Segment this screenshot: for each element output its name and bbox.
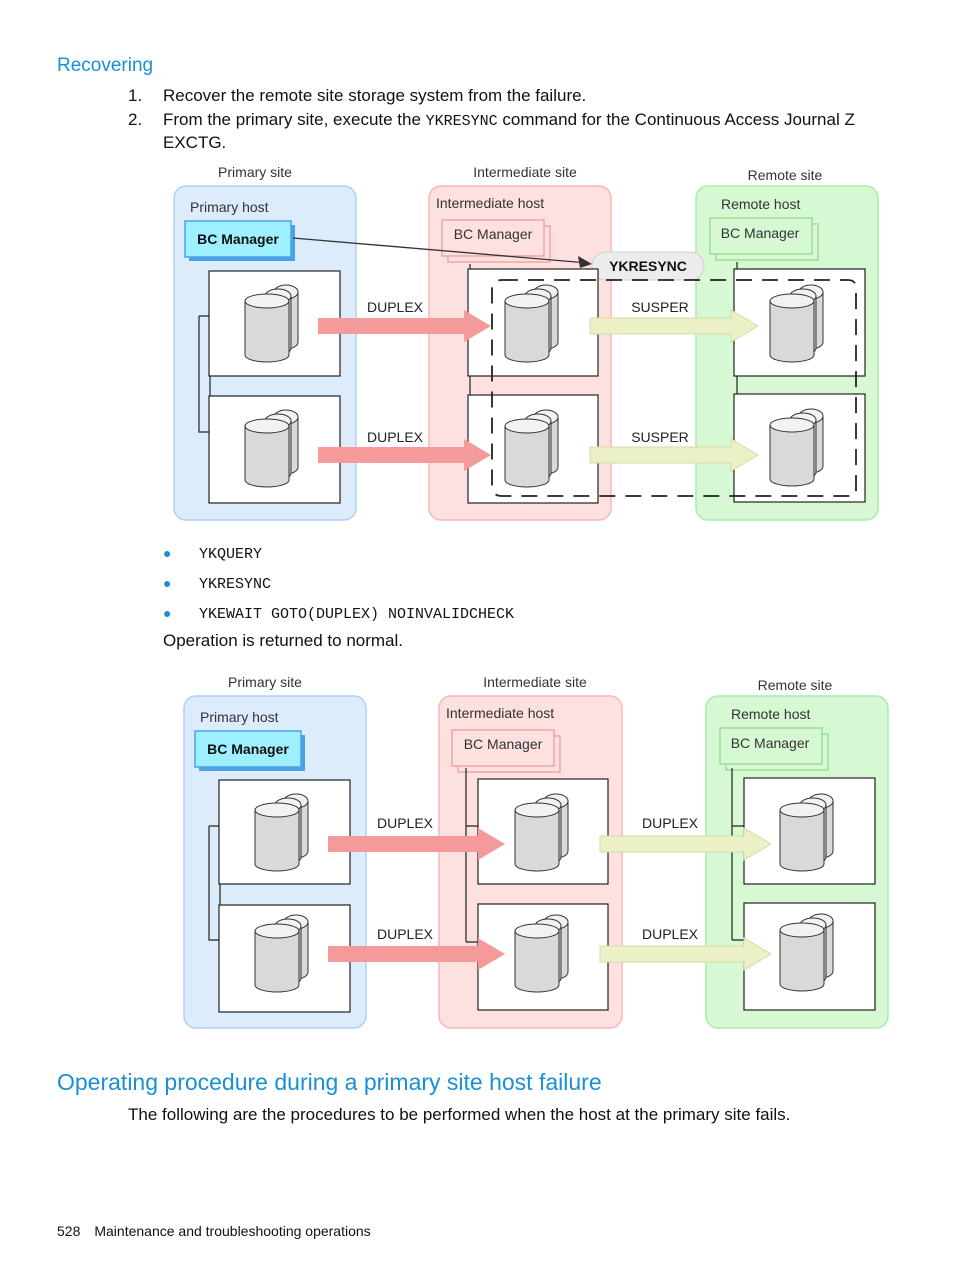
command-arrow-head — [578, 256, 592, 268]
disk-stacks — [244, 284, 824, 488]
list-item: ● YKRESYNC — [163, 574, 514, 604]
duplex-arrow — [328, 828, 505, 860]
disk-cylinder-top — [254, 923, 300, 939]
disk-cylinder-top — [244, 293, 290, 309]
pair-status-label: DUPLEX — [377, 926, 434, 942]
disk-cylinder-top — [244, 418, 290, 434]
page-footer: 528 Maintenance and troubleshooting opera… — [57, 1223, 385, 1239]
host-label-primary: Primary host — [190, 199, 269, 215]
host-label-intermediate: Intermediate host — [436, 195, 544, 211]
disk-cylinder-top — [504, 293, 550, 309]
command-code: YKRESYNC — [199, 576, 272, 593]
section-heading: Recovering — [57, 55, 154, 76]
bullet-icon: ● — [163, 547, 172, 563]
pair-status-label: SUSPER — [631, 299, 689, 315]
site-label-remote: Remote site — [758, 677, 833, 693]
bc-manager-label: BC Manager — [464, 736, 543, 752]
disk-cylinder-body — [254, 809, 300, 872]
footer-title: Maintenance and troubleshooting operatio… — [94, 1223, 371, 1239]
disk-cylinder-body — [779, 809, 825, 872]
site-label-primary: Primary site — [228, 674, 302, 690]
pair-status-label: DUPLEX — [642, 926, 699, 942]
command-list: ● YKQUERY ● YKRESYNC ● YKEWAIT GOTO(DUPLEX)… — [163, 544, 514, 634]
step-number: 2. — [128, 110, 143, 129]
pair-status-label: DUPLEX — [367, 299, 424, 315]
disk-cylinder-body — [769, 424, 815, 487]
suspend-arrow — [589, 438, 759, 472]
disk-cylinder-top — [769, 417, 815, 433]
list-item: ● YKEWAIT GOTO(DUPLEX) NOINVALIDCHECK — [163, 604, 514, 634]
intro-text: The following are the procedures to be p… — [128, 1105, 791, 1124]
step-text-post: command for the Continuous Access Journa… — [163, 110, 855, 152]
disk-cylinder-body — [254, 930, 300, 993]
bc-manager-intermediate — [451, 729, 555, 767]
diagram-resync: Primary site Intermediate site Remote si… — [173, 164, 879, 521]
bc-manager-intermediate — [441, 219, 545, 257]
bc-manager-label: BC Manager — [731, 735, 810, 751]
result-text: Operation is returned to normal. — [163, 631, 404, 650]
bc-manager-primary — [194, 730, 302, 768]
bullet-icon: ● — [163, 607, 172, 623]
host-bracket-intermediate — [465, 768, 478, 943]
bullet-icon: ● — [163, 577, 172, 593]
disk-cylinder-body — [514, 930, 560, 993]
bc-manager-primary — [184, 220, 292, 258]
bc-manager-label: BC Manager — [721, 225, 800, 241]
diagram-normal: Primary site Intermediate site Remote si… — [183, 674, 889, 1029]
bc-manager-label: BC Manager — [207, 741, 289, 757]
section-heading-primary-host-failure: Operating procedure during a primary sit… — [57, 1069, 602, 1095]
host-label-intermediate: Intermediate host — [446, 705, 554, 721]
disk-cylinder-body — [504, 300, 550, 363]
bc-manager-remote — [719, 727, 823, 765]
site-label-intermediate: Intermediate site — [473, 164, 577, 180]
command-code: YKEWAIT GOTO(DUPLEX) NOINVALIDCHECK — [199, 606, 515, 623]
disk-cylinder-top — [779, 922, 825, 938]
pair-status-label: DUPLEX — [367, 429, 424, 445]
duplex-arrow — [318, 439, 491, 471]
suspend-arrow — [589, 309, 759, 343]
duplex-arrow — [328, 938, 505, 970]
bc-manager-label: BC Manager — [197, 231, 279, 247]
pair-status-label: SUSPER — [631, 429, 689, 445]
command-code: YKQUERY — [199, 546, 263, 563]
command-code: YKRESYNC — [425, 113, 498, 130]
disk-cylinder-top — [254, 802, 300, 818]
disk-cylinder-body — [779, 929, 825, 992]
disk-cylinder-body — [769, 300, 815, 363]
command-arrow — [292, 237, 589, 264]
duplex-arrow-remote — [599, 937, 772, 971]
host-label-primary: Primary host — [200, 709, 279, 725]
bc-manager-remote — [709, 217, 813, 255]
host-bracket-remote — [731, 768, 744, 941]
disk-cylinder-top — [514, 923, 560, 939]
disk-cylinder-body — [244, 425, 290, 488]
list-item: ● YKQUERY — [163, 544, 514, 574]
site-label-intermediate: Intermediate site — [483, 674, 587, 690]
bc-manager-label: BC Manager — [454, 226, 533, 242]
host-label-remote: Remote host — [721, 196, 800, 212]
disk-cylinder-top — [504, 418, 550, 434]
duplex-arrow-remote — [599, 827, 772, 861]
disk-cylinder-top — [514, 802, 560, 818]
disk-cylinder-body — [514, 809, 560, 872]
host-label-remote: Remote host — [731, 706, 810, 722]
site-label-primary: Primary site — [218, 164, 292, 180]
disk-cylinder-top — [769, 293, 815, 309]
disk-cylinder-body — [244, 300, 290, 363]
step-number: 1. — [128, 86, 143, 105]
command-label: YKRESYNC — [609, 258, 687, 274]
duplex-arrow — [318, 310, 491, 342]
pair-status-label: DUPLEX — [377, 815, 434, 831]
site-label-remote: Remote site — [748, 167, 823, 183]
pair-status-label: DUPLEX — [642, 815, 699, 831]
step-text: Recover the remote site storage system f… — [163, 86, 587, 105]
step-text-pre: From the primary site, execute the — [163, 110, 426, 129]
disk-cylinder-top — [779, 802, 825, 818]
disk-cylinder-body — [504, 425, 550, 488]
page-number: 528 — [57, 1223, 81, 1239]
step-text: From the primary site, execute the YKRES… — [163, 109, 883, 153]
disk-stacks — [254, 793, 834, 993]
